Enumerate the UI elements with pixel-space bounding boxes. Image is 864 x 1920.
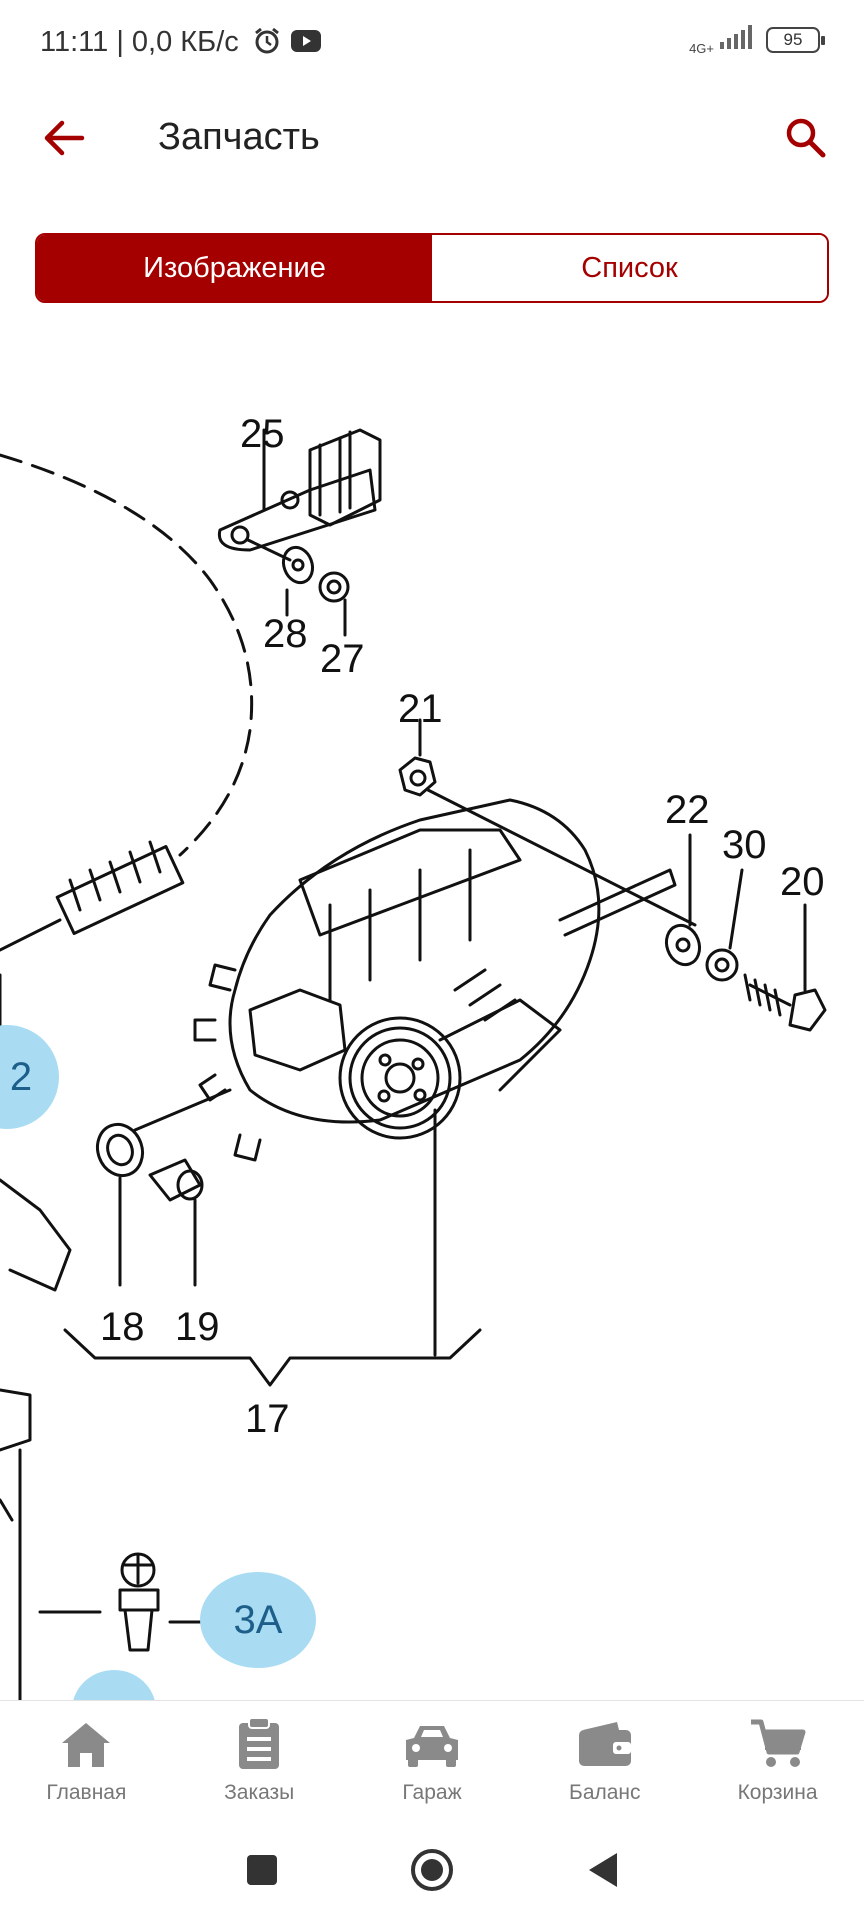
back-button[interactable] — [34, 108, 94, 168]
search-button[interactable] — [776, 108, 836, 168]
youtube-icon — [290, 29, 322, 58]
view-toggle: Изображение Список — [35, 233, 829, 303]
wallet-icon — [575, 1715, 635, 1773]
network-label: 4G+ — [689, 41, 714, 56]
circle-icon — [411, 1849, 453, 1891]
nav-home[interactable]: Главная — [0, 1701, 173, 1820]
part-label[interactable]: 20 — [780, 860, 825, 904]
nav-orders[interactable]: Заказы — [173, 1701, 346, 1820]
part-label[interactable]: 19 — [175, 1305, 220, 1349]
status-right: 4G+ 95 — [689, 24, 825, 56]
nav-cart[interactable]: Корзина — [691, 1701, 864, 1820]
part-label[interactable]: 25 — [240, 412, 285, 456]
status-bar: 11:11 | 0,0 КБ/с 4G+ 95 — [0, 0, 864, 88]
part-label[interactable]: 21 — [398, 687, 443, 731]
home-icon — [56, 1715, 116, 1773]
status-icons — [252, 26, 322, 61]
bottom-nav: Главная Заказы Гараж Баланс Корзина — [0, 1700, 864, 1820]
status-time: 11:11 | 0,0 КБ/с — [40, 26, 239, 58]
part-label[interactable]: 27 — [320, 637, 365, 681]
home-button[interactable] — [407, 1845, 457, 1895]
cart-icon — [748, 1715, 808, 1773]
signal-icon — [718, 24, 754, 55]
system-nav — [0, 1820, 864, 1920]
part-label[interactable]: 30 — [722, 823, 767, 867]
alarm-icon — [252, 26, 282, 61]
orders-icon — [229, 1715, 289, 1773]
part-label[interactable]: 17 — [245, 1397, 290, 1441]
parts-diagram[interactable]: 25 28 27 21 22 30 20 18 19 17 2 3A — [0, 340, 864, 1700]
recents-button[interactable] — [237, 1845, 287, 1895]
back-nav-button[interactable] — [577, 1845, 627, 1895]
page-title: Запчасть — [158, 116, 320, 158]
square-icon — [247, 1855, 277, 1885]
battery-icon: 95 — [766, 26, 825, 53]
tab-image[interactable]: Изображение — [37, 235, 432, 301]
exploded-view-drawing: 25 28 27 21 22 30 20 18 19 17 — [0, 412, 827, 1700]
nav-balance[interactable]: Баланс — [518, 1701, 691, 1820]
battery-level: 95 — [783, 29, 803, 49]
tab-list[interactable]: Список — [432, 235, 827, 301]
app-bar: Запчасть — [0, 88, 864, 188]
triangle-back-icon — [589, 1853, 617, 1887]
part-label[interactable]: 28 — [263, 612, 308, 656]
search-icon — [786, 118, 826, 158]
nav-garage[interactable]: Гараж — [346, 1701, 519, 1820]
arrow-left-icon — [44, 120, 85, 156]
callout-3a[interactable]: 3A — [200, 1572, 316, 1668]
part-label[interactable]: 18 — [100, 1305, 145, 1349]
car-icon — [402, 1715, 462, 1773]
part-label[interactable]: 22 — [665, 788, 710, 832]
